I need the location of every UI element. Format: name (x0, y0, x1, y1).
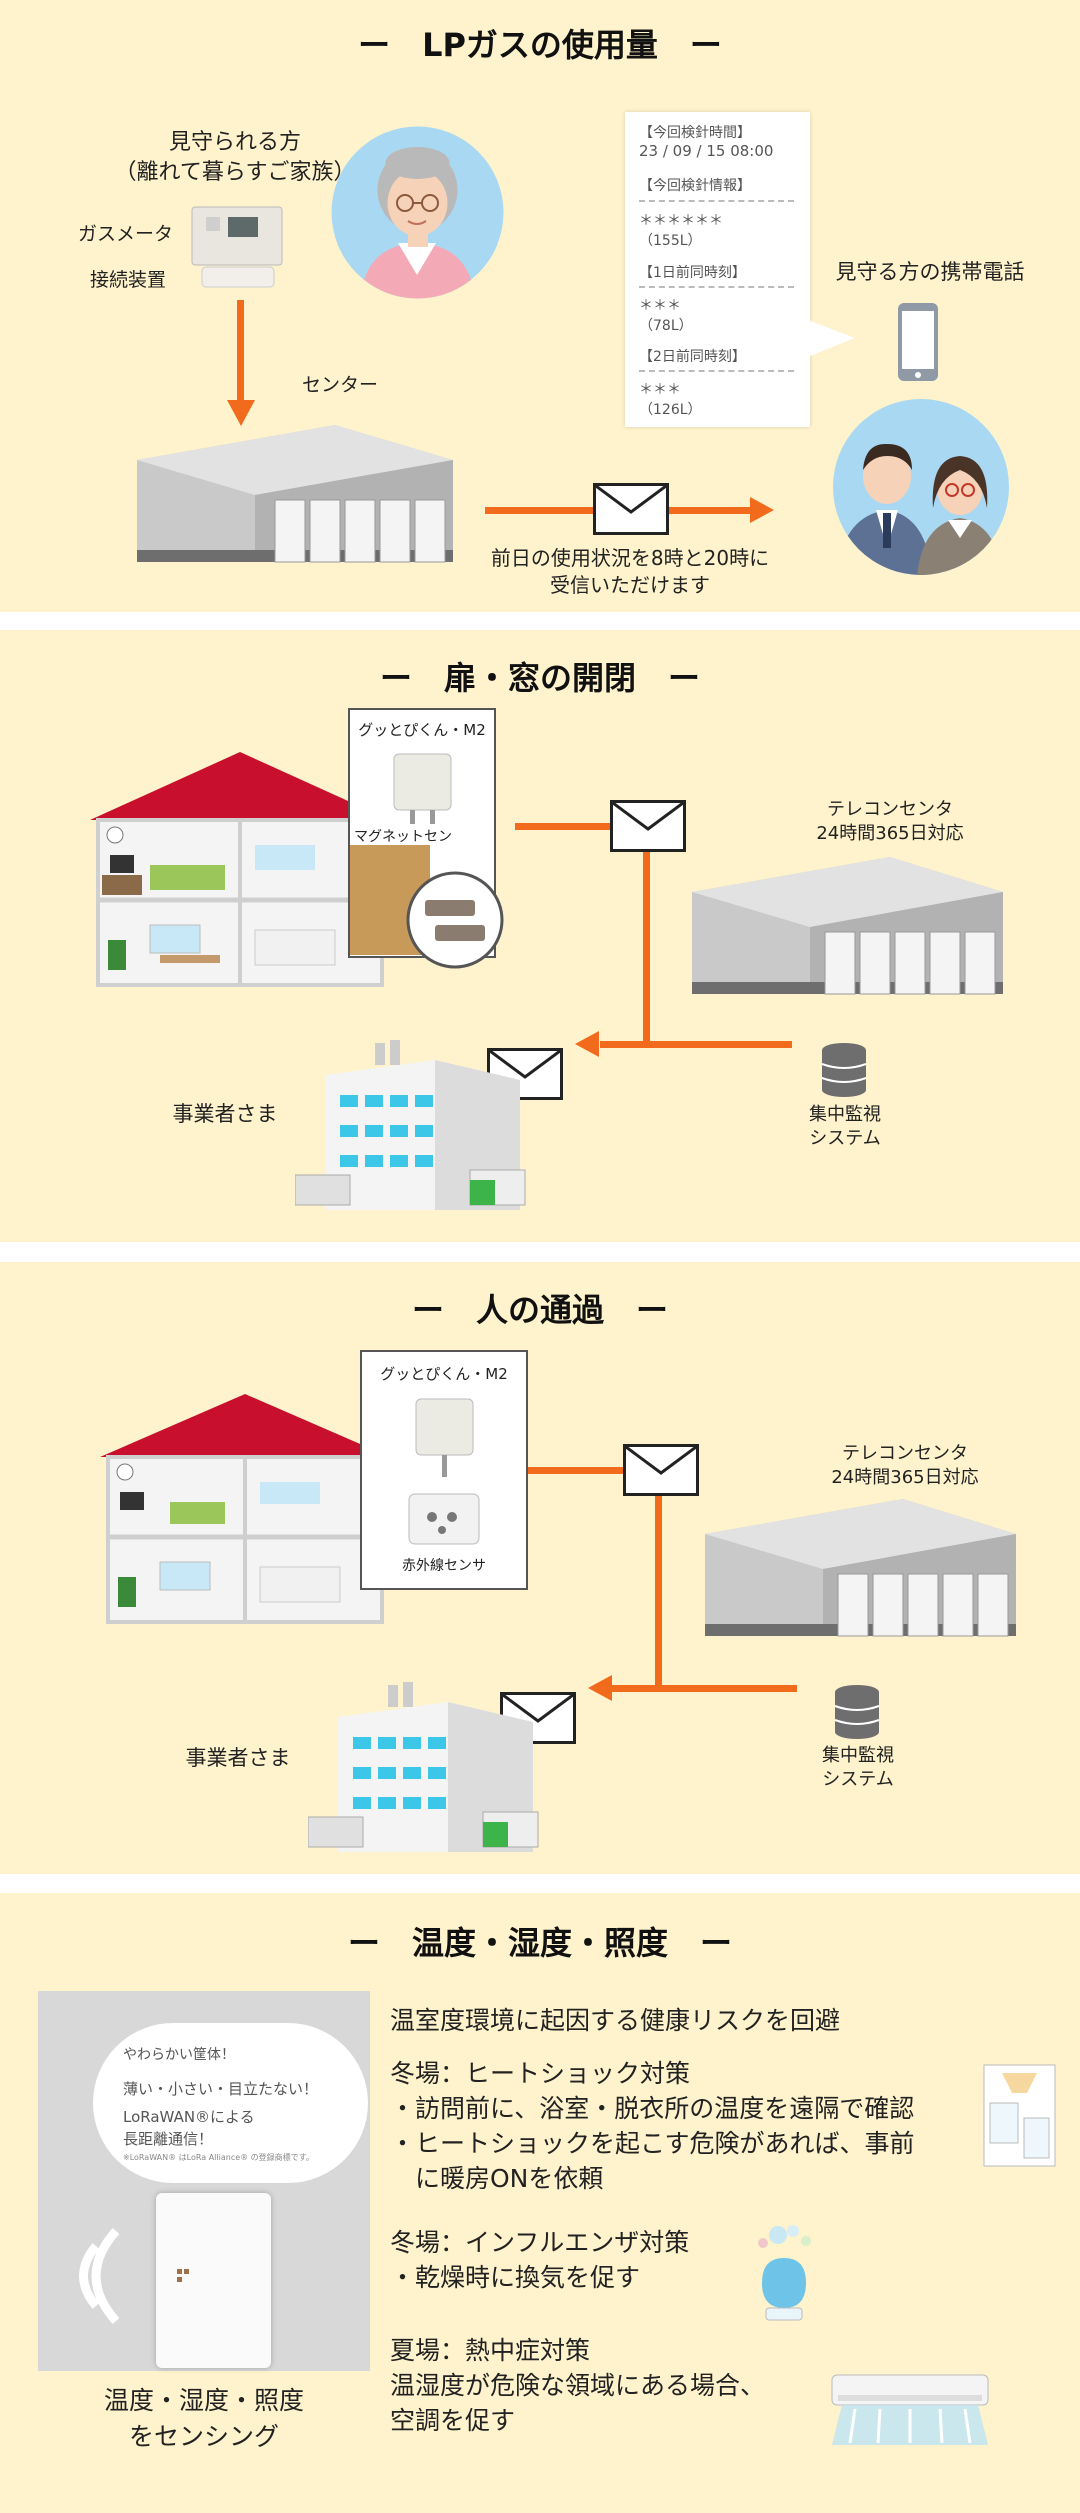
device-panel-infrared: グッとぴくん・M2 赤外線センサ (360, 1350, 528, 1590)
arrow-sensor-to-telecon-line (515, 823, 645, 830)
winter-influenza-title: 冬場：インフルエンザ対策 (390, 2228, 690, 2257)
humidifier-icon (748, 2223, 820, 2323)
sensor-photo: やわらかい筐体！ 薄い・小さい・目立たない！ LoRaWAN®による 長距離通信… (38, 1991, 370, 2371)
summer-heatstroke-title: 夏場：熱中症対策 (390, 2336, 591, 2365)
gutpikun-device-icon (390, 752, 455, 824)
speech-bubble (93, 2023, 368, 2183)
arrow-to-business-head (588, 1675, 612, 1701)
center-building-illustration (135, 420, 455, 570)
arrow-vertical-line (643, 823, 650, 1048)
section-title-door: ー 扉・窓の開閉 ー (379, 659, 700, 697)
env-heading: 温室度環境に起因する健康リスクを回避 (390, 2006, 841, 2035)
section-lpgas: ー LPガスの使用量 ー 見守られる方 （離れて暮らすご家族） ガスメータ 接 (0, 0, 1080, 612)
phone-screen-card: 【今回検針時間】 23 / 09 / 15 08:00 【今回検針情報】 ＊＊＊… (625, 112, 810, 427)
bathroom-icon (982, 2063, 1057, 2168)
mail-envelope-icon (623, 1444, 699, 1496)
device-label: グッとぴくん・M2 (358, 721, 486, 739)
bubble-text-4: 長距離通信！ (123, 2130, 214, 2148)
winter-heatshock-item-2b: に暖房ONを依頼 (390, 2164, 604, 2193)
arrow-monitor-to-business-line (600, 1041, 792, 1048)
bubble-text-1: やわらかい筐体！ (123, 2047, 235, 2063)
arrow-meter-to-center-head (227, 400, 255, 426)
arrow-meter-to-center-line (237, 300, 244, 405)
sensor-device-body (156, 2193, 271, 2368)
arrow-sensor-to-telecon-line (528, 1467, 658, 1474)
bubble-text-3: LoRaWAN®による (123, 2108, 255, 2126)
house-illustration (100, 1392, 390, 1627)
database-icon (833, 1684, 881, 1740)
gutpikun-device-icon (412, 1397, 477, 1477)
house-illustration (90, 750, 390, 990)
bubble-note: ※LoRaWAN® はLoRa Alliance® の登録商標です。 (123, 2153, 314, 2162)
sensing-caption: 温度・湿度・照度 をセンシング (103, 2386, 304, 2452)
section-title-environment: ー 温度・湿度・照度 ー (347, 1924, 732, 1962)
summer-heatstroke-line-1: 温湿度が危険な領域にある場合、 (390, 2371, 766, 2400)
telecon-label: テレコンセンタ 24時間365日対応 (831, 1443, 979, 1489)
watched-person-label: 見守られる方 （離れて暮らすご家族） (114, 130, 356, 185)
phone-label: 見守る方の携帯電話 (835, 260, 1025, 284)
air-conditioner-icon (830, 2373, 990, 2448)
wireless-signal-icon (56, 2221, 126, 2331)
arrow-to-business-head (575, 1031, 599, 1057)
bubble-text-2: 薄い・小さい・目立たない！ (123, 2080, 319, 2098)
family-illustration (832, 398, 1010, 576)
arrow-monitor-to-business-line (612, 1685, 797, 1692)
gas-meter-label: ガスメータ (78, 223, 174, 245)
section-environment: ー 温度・湿度・照度 ー やわらかい筐体！ 薄い・小さい・目立たない！ LoRa… (0, 1893, 1080, 2513)
telecon-building-illustration (703, 1494, 1018, 1644)
device-label: グッとぴくん・M2 (380, 1365, 508, 1383)
center-label: センター (301, 374, 378, 396)
business-label: 事業者さま (172, 1102, 278, 1126)
telecon-building-illustration (690, 852, 1005, 1002)
section-title-lpgas: ー LPガスの使用量 ー (358, 26, 722, 64)
telecon-label: テレコンセンタ 24時間365日対応 (816, 799, 964, 845)
database-icon (820, 1042, 868, 1098)
winter-heatshock-item-1: ・訪問前に、浴室・脱衣所の温度を遠隔で確認 (390, 2094, 915, 2123)
arrow-vertical-line (655, 1467, 662, 1692)
section-door-window: ー 扉・窓の開閉 ー グッとぴくん・M2 マグネットセンサ (0, 630, 1080, 1242)
delivery-text: 前日の使用状況を8時と20時に 受信いただけます (490, 546, 770, 597)
elderly-woman-illustration (330, 125, 505, 300)
smartphone-icon (897, 302, 939, 382)
summer-heatstroke-line-2: 空調を促す (390, 2406, 516, 2435)
magnet-sensor-closeup (405, 870, 505, 970)
infrared-sensor-icon (407, 1492, 482, 1547)
monitor-system-label: 集中監視 システム (822, 1745, 894, 1791)
monitor-system-label: 集中監視 システム (809, 1104, 881, 1150)
arrow-center-to-phone-head (750, 497, 774, 523)
mail-envelope-icon (610, 800, 686, 852)
gas-meter-illustration (190, 205, 285, 290)
infrared-sensor-label: 赤外線センサ (402, 1558, 486, 1574)
business-building-illustration (294, 1035, 545, 1210)
winter-heatshock-item-2a: ・ヒートショックを起こす危険があれば、事前 (390, 2129, 915, 2158)
winter-influenza-item-1: ・乾燥時に換気を促す (390, 2263, 641, 2292)
mail-envelope-icon (593, 483, 669, 535)
connector-label: 接続装置 (90, 269, 167, 291)
business-building-illustration (307, 1677, 558, 1852)
winter-heatshock-title: 冬場：ヒートショック対策 (390, 2059, 691, 2088)
sensor-indicator (176, 2268, 190, 2292)
section-person-passage: ー 人の通過 ー グッとぴくん・M2 赤外線センサ (0, 1262, 1080, 1874)
speech-tail (800, 320, 860, 360)
section-title-person: ー 人の通過 ー (411, 1291, 668, 1329)
business-label: 事業者さま (185, 1746, 291, 1770)
